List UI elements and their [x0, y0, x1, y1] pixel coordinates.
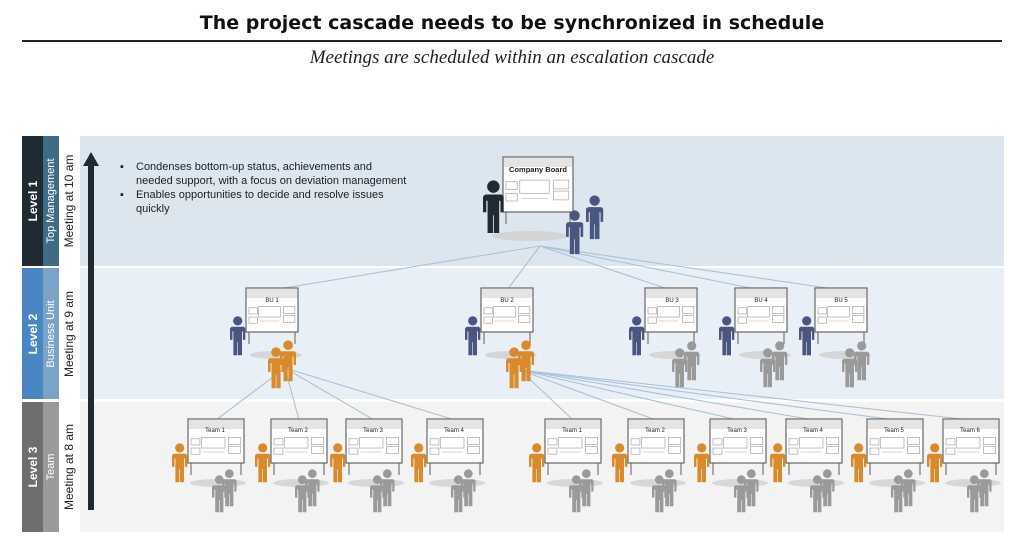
- connector-line: [519, 369, 657, 421]
- connector-line: [271, 245, 541, 291]
- connector-line: [519, 369, 815, 421]
- team-board-label: Team 2: [288, 428, 308, 434]
- person-icon: [744, 469, 759, 507]
- escalation-arrow-icon: [83, 152, 99, 510]
- connector-line: [284, 367, 456, 421]
- team-board-label: Team 1: [562, 428, 582, 434]
- person-icon: [461, 469, 476, 507]
- person-icon: [330, 443, 346, 483]
- person-icon: [586, 195, 604, 240]
- level-3-meeting-tag: Meeting at 8 am: [59, 402, 79, 532]
- board-icon: [502, 156, 574, 224]
- note-item: Condenses bottom-up status, achievements…: [118, 160, 408, 188]
- person-icon: [629, 316, 645, 356]
- bu-board-label: BU 5: [834, 298, 848, 304]
- company-board-label: Company Board: [509, 165, 567, 174]
- person-icon: [851, 443, 867, 483]
- team-board-label: Team 4: [444, 428, 464, 434]
- board-icon: [187, 418, 245, 475]
- person-icon: [230, 316, 246, 356]
- board-icon: [270, 418, 328, 475]
- person-icon: [172, 443, 188, 483]
- team-board-label: Team 6: [960, 428, 980, 434]
- note-item: Enables opportunities to decide and reso…: [118, 188, 408, 216]
- person-icon: [684, 341, 700, 381]
- team-board-label: Team 3: [727, 428, 747, 434]
- board-icon: [814, 287, 868, 344]
- board-icon: [709, 418, 767, 475]
- person-icon: [255, 443, 271, 483]
- board-icon: [426, 418, 484, 475]
- page-subtitle: Meetings are scheduled within an escalat…: [309, 47, 715, 68]
- person-icon: [854, 341, 870, 381]
- person-icon: [465, 316, 481, 356]
- boards-layer: [187, 156, 1000, 475]
- person-icon: [770, 443, 786, 483]
- board-icon: [644, 287, 698, 344]
- team-board-label: Team 4: [803, 428, 823, 434]
- team-board-label: Team 5: [884, 428, 904, 434]
- team-board-label: Team 1: [205, 428, 225, 434]
- board-icon: [544, 418, 602, 475]
- level-3-name-tag: Team: [43, 402, 59, 532]
- board-icon: [785, 418, 843, 475]
- bu-board-label: BU 3: [665, 298, 679, 304]
- board-icon: [480, 287, 534, 344]
- person-icon: [662, 469, 677, 507]
- level-1-notes: Condenses bottom-up status, achievements…: [118, 160, 408, 216]
- level-2-tag: Level 2: [22, 268, 43, 399]
- bu-board-label: BU 4: [754, 298, 768, 304]
- bu-board-label: BU 2: [500, 298, 514, 304]
- connector-line: [506, 245, 541, 291]
- person-icon: [772, 341, 788, 381]
- level-1-tag: Level 1: [22, 136, 43, 266]
- level-1-meeting-tag: Meeting at 10 am: [59, 136, 79, 266]
- person-icon: [927, 443, 943, 483]
- title-divider: [22, 40, 1002, 42]
- board-icon: [245, 287, 299, 344]
- person-icon: [612, 443, 628, 483]
- connector-line: [519, 369, 896, 421]
- person-icon: [719, 316, 735, 356]
- floor-shadow: [492, 231, 568, 241]
- board-icon: [627, 418, 685, 475]
- person-icon: [566, 210, 584, 255]
- board-icon: [866, 418, 924, 475]
- level-1-name-tag: Top Management: [43, 136, 59, 266]
- person-icon: [901, 469, 916, 507]
- connector-line: [519, 369, 739, 421]
- person-icon: [977, 469, 992, 507]
- person-icon: [694, 443, 710, 483]
- cascade-connectors: [215, 245, 972, 421]
- person-icon: [529, 443, 545, 483]
- person-icon: [799, 316, 815, 356]
- person-icon: [820, 469, 835, 507]
- level-2-meeting-tag: Meeting at 9 am: [59, 268, 79, 399]
- level-2-name-tag: Business Unit: [43, 268, 59, 399]
- board-icon: [345, 418, 403, 475]
- connector-line: [284, 367, 375, 421]
- connector-line: [539, 245, 672, 291]
- page-title: The project cascade needs to be synchron…: [199, 12, 825, 34]
- person-icon: [411, 443, 427, 483]
- person-icon: [483, 180, 504, 233]
- person-icon: [579, 469, 594, 507]
- board-icon: [942, 418, 1000, 475]
- person-icon: [280, 340, 297, 382]
- team-board-label: Team 2: [645, 428, 665, 434]
- bu-board-label: BU 1: [265, 298, 279, 304]
- person-icon: [380, 469, 395, 507]
- person-icon: [305, 469, 320, 507]
- team-board-label: Team 3: [363, 428, 383, 434]
- connector-line: [519, 369, 972, 421]
- level-3-tag: Level 3: [22, 402, 43, 532]
- board-icon: [734, 287, 788, 344]
- connector-line: [539, 245, 842, 291]
- person-icon: [222, 469, 237, 507]
